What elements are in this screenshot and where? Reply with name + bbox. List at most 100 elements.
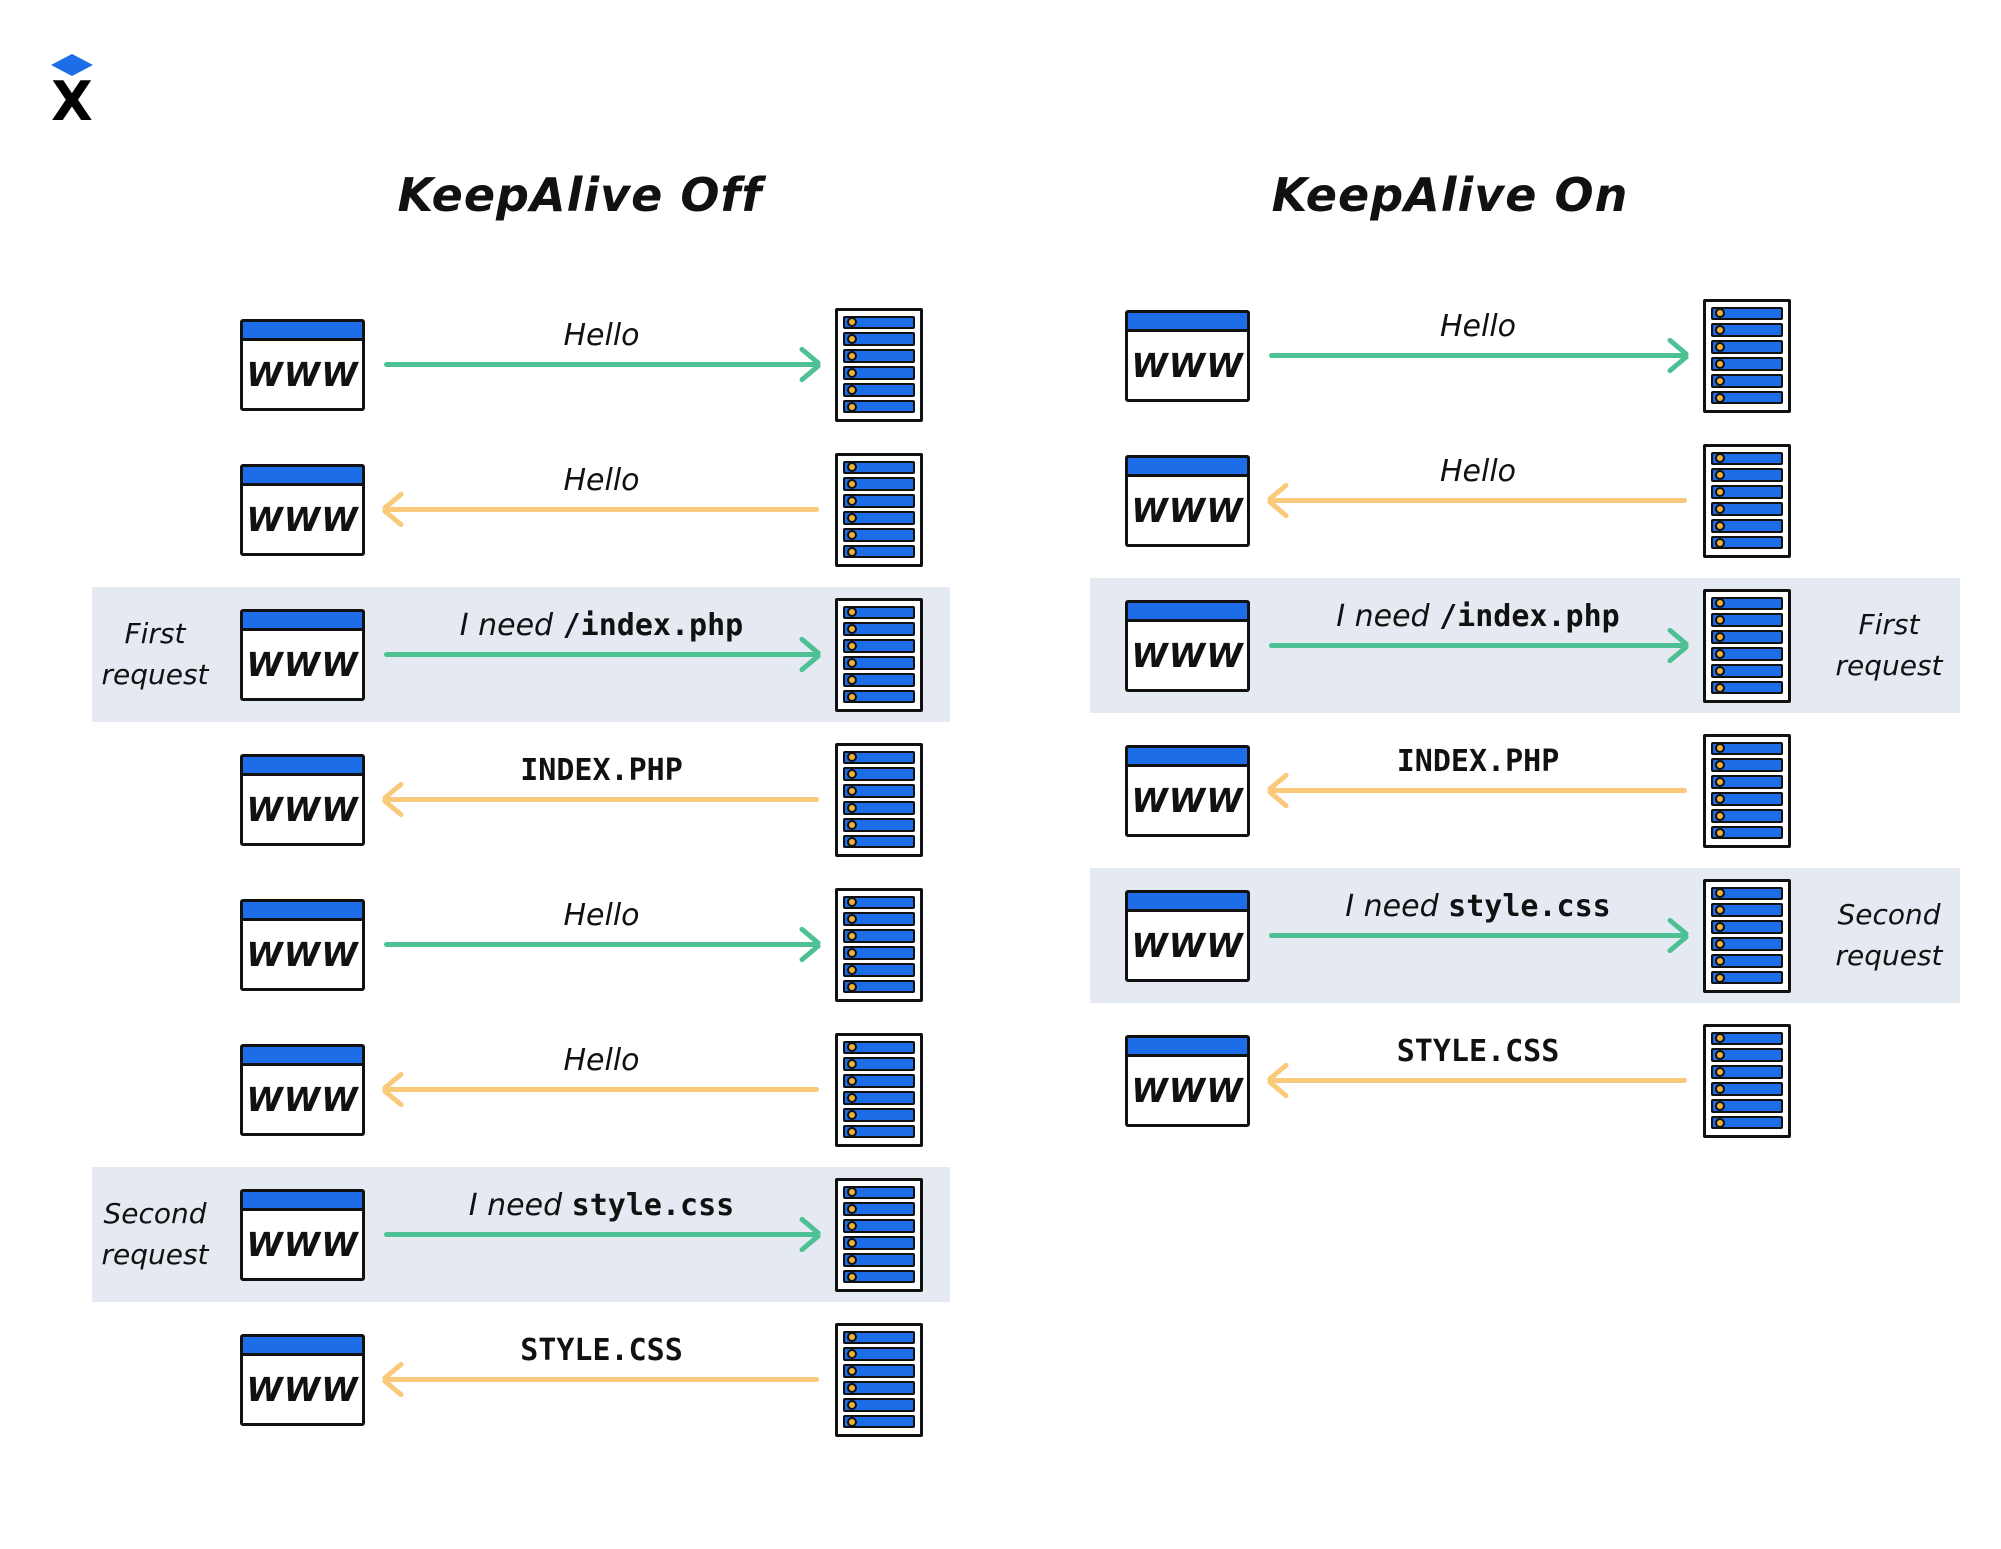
server-led-icon <box>847 384 857 395</box>
server-slot <box>1711 903 1783 918</box>
server-led-icon <box>847 752 857 763</box>
server-led-icon <box>1715 648 1725 659</box>
server-slot <box>1711 518 1783 533</box>
arrow-line <box>384 1377 819 1382</box>
server-led-icon <box>1715 905 1725 916</box>
message-label: I need /index.php <box>1253 599 1703 634</box>
server-slot <box>843 399 915 414</box>
server-led-icon <box>847 1059 857 1070</box>
server-slot <box>1711 886 1783 901</box>
server-led-icon <box>1715 972 1725 983</box>
message-label: Hello <box>368 898 835 933</box>
browser-titlebar <box>243 611 362 631</box>
server-led-icon <box>1715 325 1725 336</box>
message-arrow: I need /index.php <box>1253 573 1703 718</box>
message-arrow: INDEX.PHP <box>1253 718 1703 863</box>
message-arrow: STYLE.CSS <box>368 1307 835 1452</box>
server-icon <box>1703 733 1791 848</box>
server-led-icon <box>1715 938 1725 949</box>
server-led-icon <box>1715 598 1725 609</box>
server-led-icon <box>847 657 857 668</box>
message-arrow: I need style.css <box>1253 863 1703 1008</box>
server-led-icon <box>1715 632 1725 643</box>
browser-window-icon: WWW <box>240 1333 365 1426</box>
server-led-icon <box>847 1092 857 1103</box>
server-slot <box>843 784 915 798</box>
browser-window-icon: WWW <box>1125 309 1250 402</box>
message-script-text: Hello <box>563 1042 640 1078</box>
server-led-icon <box>847 641 857 652</box>
arrow-line <box>1269 353 1687 358</box>
message-script-text: Hello <box>1439 308 1517 344</box>
server-led-icon <box>1715 888 1725 899</box>
browser-www-label: WWW <box>1131 490 1244 530</box>
server-led-icon <box>847 1042 857 1053</box>
server-led-icon <box>1715 470 1725 481</box>
server-slot <box>1711 775 1783 789</box>
left-column-title: KeepAlive Off <box>397 168 763 222</box>
message-row: WWW INDEX.PHP <box>70 727 950 872</box>
browser-window-icon: WWW <box>1125 454 1250 547</box>
browser-www-label: WWW <box>246 789 359 829</box>
server-slot <box>843 365 915 380</box>
server-slot <box>843 544 915 559</box>
server-slot <box>843 912 915 927</box>
server-led-icon <box>847 317 857 328</box>
server-slot <box>843 979 915 994</box>
server-led-icon <box>847 1382 857 1393</box>
message-row: WWW Hello <box>70 292 950 437</box>
server-led-icon <box>1715 537 1725 548</box>
browser-www-label: WWW <box>1131 780 1244 820</box>
server-led-icon <box>847 802 857 813</box>
server-slot <box>843 605 915 620</box>
browser-titlebar <box>243 321 362 341</box>
server-led-icon <box>847 1221 857 1232</box>
arrow-line <box>384 1087 819 1092</box>
message-script-text: I need <box>468 1187 572 1223</box>
server-led-icon <box>847 897 857 908</box>
message-row: WWW Hello <box>1090 428 1960 573</box>
message-label: I need /index.php <box>368 608 835 643</box>
right-column-title: KeepAlive On <box>1271 168 1629 222</box>
message-mono-text: /index.php <box>1439 598 1620 634</box>
server-led-icon <box>847 1204 857 1215</box>
server-slot <box>843 1074 915 1088</box>
server-slot <box>1711 646 1783 661</box>
logo-diamond-icon <box>51 54 93 76</box>
server-slot <box>1711 758 1783 773</box>
message-mono-text: INDEX.PHP <box>520 752 683 788</box>
server-slot <box>843 834 915 849</box>
message-label: Hello <box>1253 454 1703 489</box>
server-slot <box>1711 451 1783 466</box>
arrow-line <box>1269 788 1687 793</box>
message-mono-text: style.css <box>571 1187 735 1223</box>
server-led-icon <box>847 1237 857 1248</box>
server-slot <box>843 1330 915 1345</box>
browser-titlebar <box>243 756 362 776</box>
arrow-line <box>384 362 819 367</box>
server-slot <box>1711 1081 1783 1096</box>
server-led-icon <box>847 607 857 618</box>
browser-titlebar <box>243 901 362 921</box>
message-mono-text: /index.php <box>562 607 744 643</box>
server-slot <box>843 494 915 508</box>
message-script-text: Hello <box>563 317 640 353</box>
browser-titlebar <box>243 466 362 486</box>
server-slot <box>843 622 915 637</box>
message-arrow: INDEX.PHP <box>368 727 835 872</box>
server-led-icon <box>847 334 857 345</box>
server-slot <box>843 929 915 943</box>
message-row: WWW Hello <box>1090 283 1960 428</box>
browser-www-label: WWW <box>246 354 359 394</box>
server-slot <box>843 817 915 832</box>
browser-window-icon: WWW <box>1125 599 1250 692</box>
server-slot <box>843 460 915 475</box>
server-led-icon <box>847 529 857 540</box>
message-label: INDEX.PHP <box>368 753 835 788</box>
server-slot <box>843 510 915 525</box>
server-slot <box>843 689 915 704</box>
server-slot <box>843 477 915 492</box>
server-icon <box>1703 1023 1791 1138</box>
request-label: First request <box>101 616 209 691</box>
